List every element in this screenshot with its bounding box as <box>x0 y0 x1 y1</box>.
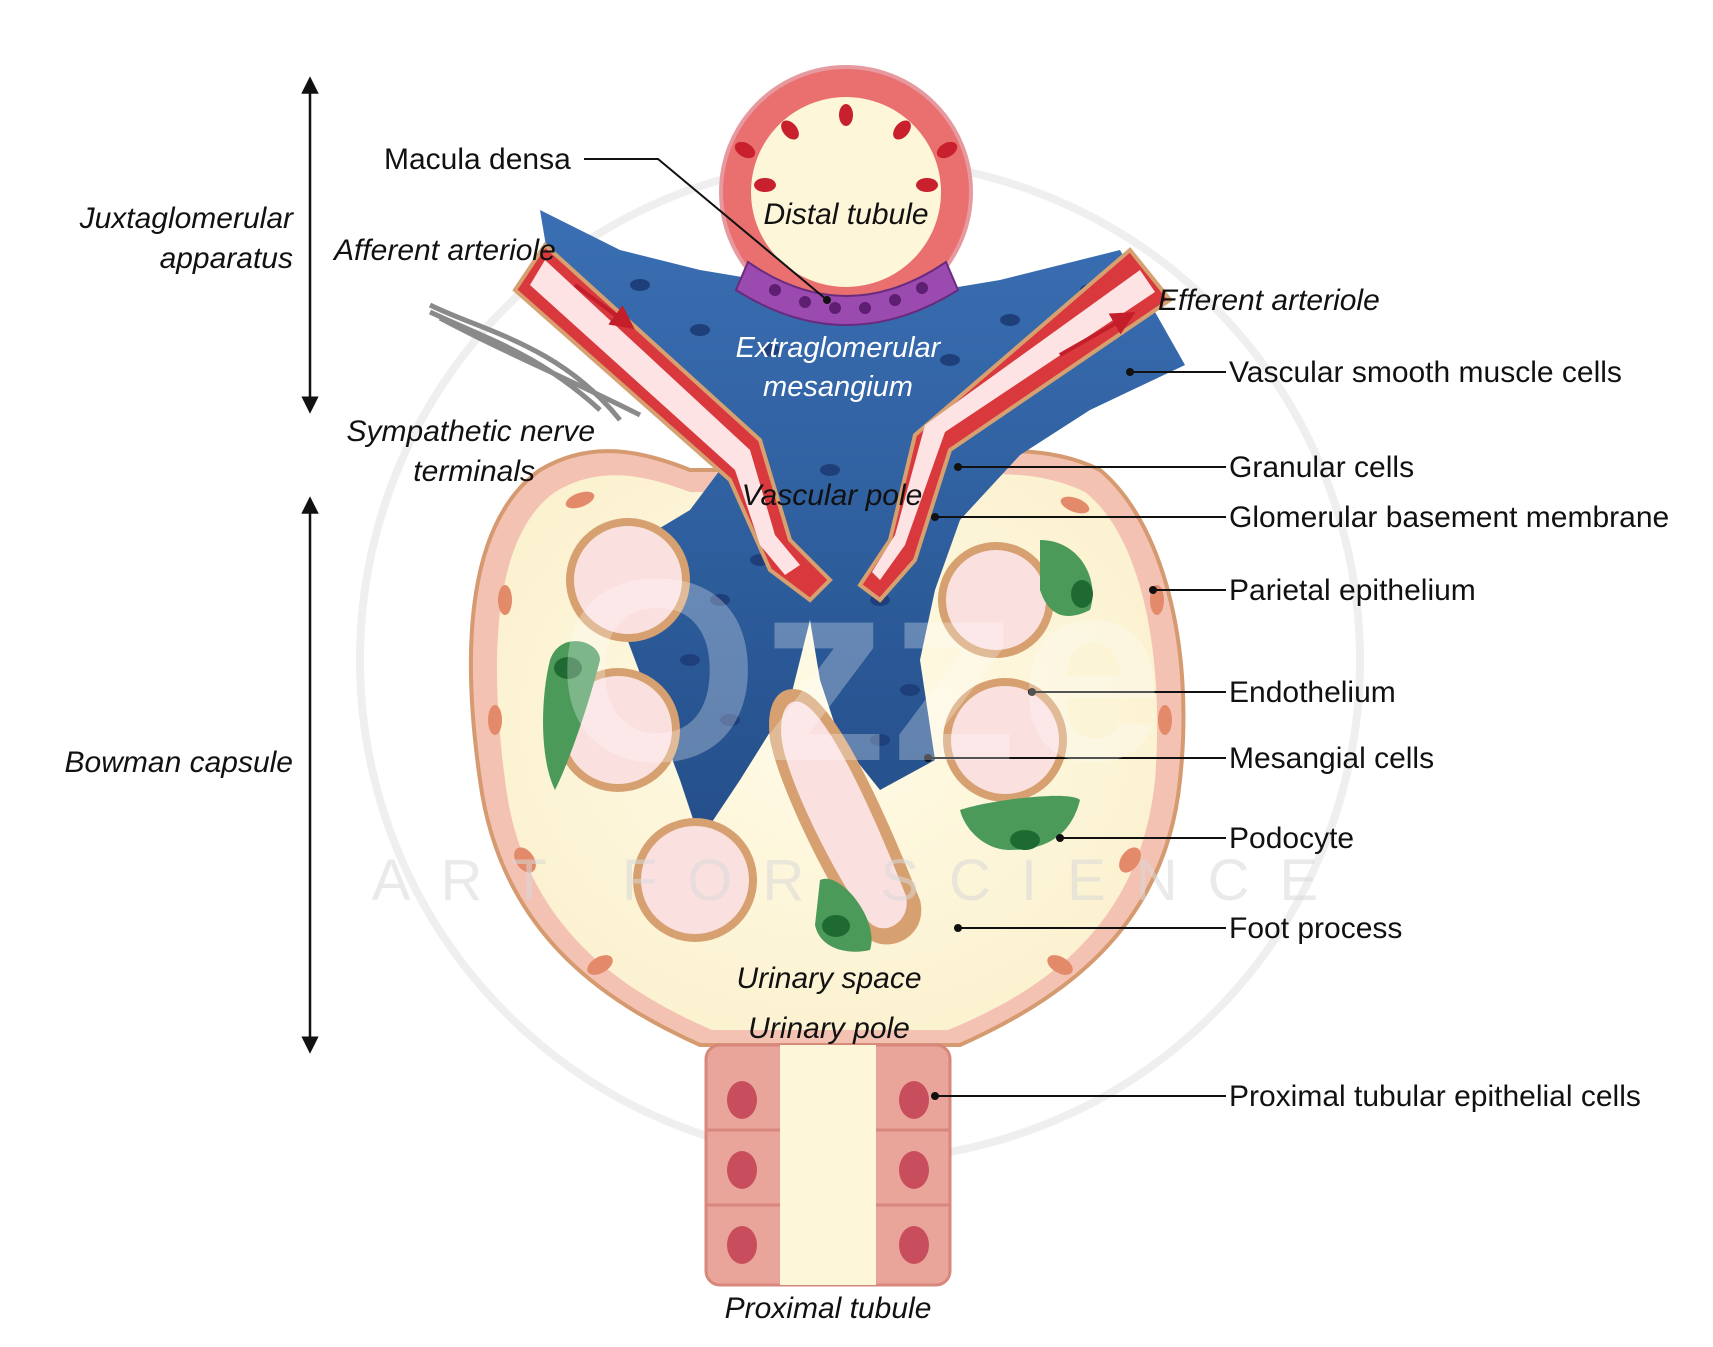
capillary-loops <box>556 518 1067 945</box>
juxtaglomerular-label-line1: Juxtaglomerular <box>79 202 294 235</box>
macula-densa-label: Macula densa <box>384 143 571 176</box>
vascular-pole-label: Vascular pole <box>742 479 923 512</box>
capillary-loop <box>769 689 922 945</box>
proximal-tubule-label: Proximal tubule <box>725 1292 932 1325</box>
urinary-pole-label: Urinary pole <box>748 1012 910 1045</box>
capillary-loop <box>633 818 757 942</box>
distal-tubule <box>719 65 973 319</box>
macula-densa-leader <box>584 158 828 301</box>
efferent-arteriole <box>857 247 1173 603</box>
extraglomerular-label-line1: Extraglomerular <box>736 332 942 364</box>
gbm-label: Glomerular basement membrane <box>1229 501 1669 534</box>
macula-densa-leader-dot <box>823 296 831 304</box>
podocyte-cell <box>543 641 600 790</box>
vascular-smooth-muscle-label: Vascular smooth muscle cells <box>1229 356 1622 389</box>
podocyte-label: Podocyte <box>1229 822 1354 855</box>
sympathetic-label-line1: Sympathetic nerve <box>347 415 595 448</box>
podocyte-cell <box>960 795 1080 850</box>
capillary-loop <box>566 518 690 642</box>
sympathetic-label-line2: terminals <box>413 455 535 488</box>
foot-process-dot <box>954 924 962 932</box>
podocytes <box>543 540 1093 952</box>
watermark-tagline: ART FOR SCIENCE <box>372 848 1348 913</box>
endothelium-dot <box>1028 688 1036 696</box>
macula-densa-cells <box>734 260 960 326</box>
capillary-loop <box>943 678 1067 802</box>
endothelium-label: Endothelium <box>1229 676 1396 709</box>
mesangial-cells-dot <box>924 754 932 762</box>
capillary-loop <box>938 542 1054 658</box>
efferent-arteriole-label: Efferent arteriole <box>1158 284 1380 317</box>
extraglomerular-label-line2: mesangium <box>763 371 913 403</box>
podocyte-cell <box>815 878 872 952</box>
mesangial-cells-label: Mesangial cells <box>1229 742 1434 775</box>
vascular-smooth-muscle-dot <box>1126 368 1134 376</box>
afferent-arteriole-label: Afferent arteriole <box>332 234 556 267</box>
parietal-epithelium-dot <box>1149 586 1157 594</box>
afferent-arteriole <box>512 241 833 603</box>
podocyte-dot <box>1056 834 1064 842</box>
parietal-epithelium-label: Parietal epithelium <box>1229 574 1476 607</box>
proximal-tubule <box>704 1043 952 1287</box>
granular-cells-dot <box>954 463 962 471</box>
granular-cells-label: Granular cells <box>1229 451 1414 484</box>
urinary-space-label: Urinary space <box>736 962 921 995</box>
capillary-loop <box>556 668 680 792</box>
distal-tubule-label: Distal tubule <box>763 198 928 231</box>
proximal-epithelial-label: Proximal tubular epithelial cells <box>1229 1080 1641 1113</box>
foot-process-label: Foot process <box>1229 912 1402 945</box>
sympathetic-nerve <box>428 302 642 422</box>
podocyte-cell <box>1040 540 1093 616</box>
bowman-capsule-label: Bowman capsule <box>65 746 293 779</box>
juxtaglomerular-label-line2: apparatus <box>160 242 293 275</box>
gbm-dot <box>931 513 939 521</box>
watermark-brand: Ozze <box>557 526 1164 816</box>
proximal-epithelial-dot <box>931 1092 939 1100</box>
